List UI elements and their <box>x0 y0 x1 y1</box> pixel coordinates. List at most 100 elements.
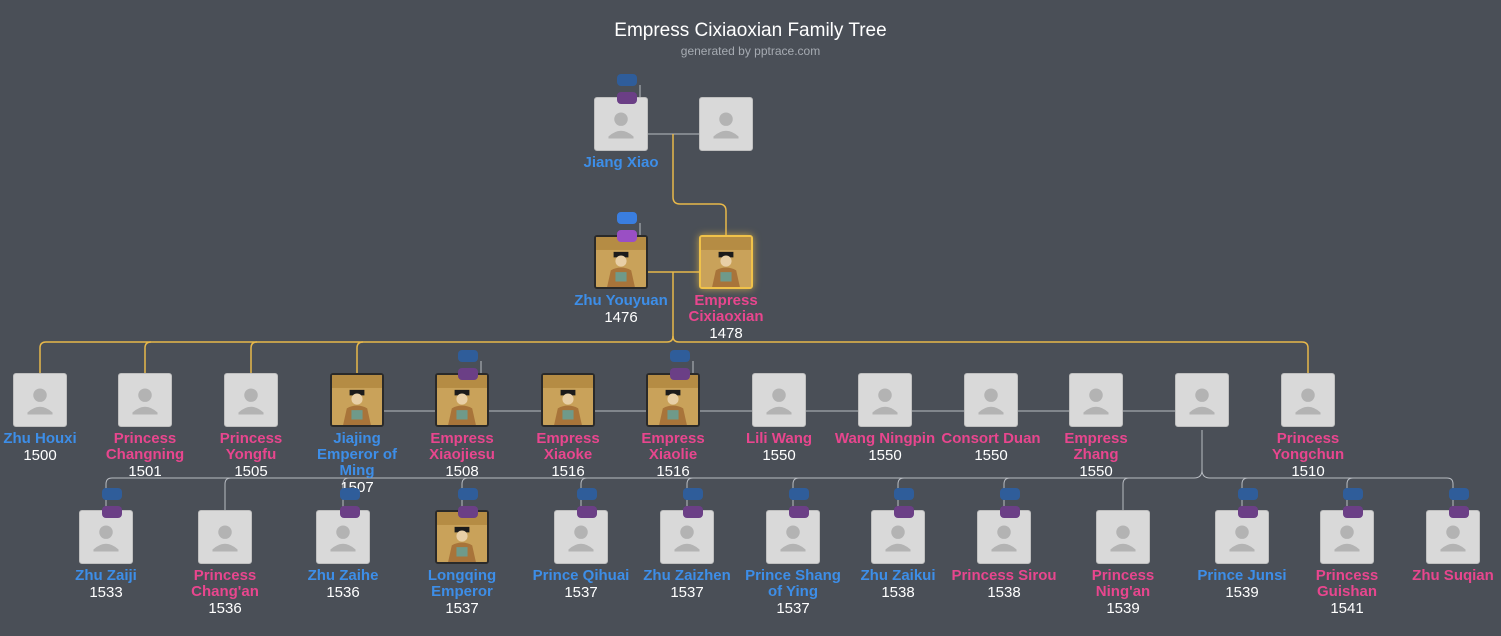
expand-mother-toggle[interactable] <box>1238 506 1258 518</box>
person-avatar[interactable] <box>1281 373 1335 427</box>
expand-toggle-icon[interactable] <box>670 349 716 380</box>
person-name[interactable]: Zhu Zaizhen <box>643 567 731 584</box>
person-avatar[interactable] <box>964 373 1018 427</box>
person-avatar[interactable] <box>316 510 370 564</box>
expand-toggle-icon[interactable] <box>1343 487 1389 518</box>
person-avatar[interactable] <box>1175 373 1229 427</box>
expand-mother-toggle[interactable] <box>458 368 478 380</box>
person-avatar[interactable] <box>699 97 753 151</box>
expand-father-toggle[interactable] <box>1000 488 1020 500</box>
person-portrait[interactable] <box>646 373 700 427</box>
person-name[interactable]: Princess Yongchun <box>1271 430 1345 463</box>
expand-toggle-icon[interactable] <box>683 487 729 518</box>
expand-mother-toggle[interactable] <box>1449 506 1469 518</box>
person-avatar[interactable] <box>1069 373 1123 427</box>
person-avatar[interactable] <box>660 510 714 564</box>
person-avatar[interactable] <box>554 510 608 564</box>
person-name[interactable]: Princess Changning <box>105 430 185 463</box>
expand-toggle-icon[interactable] <box>617 73 663 104</box>
person-name[interactable]: Jiang Xiao <box>583 154 659 171</box>
person-avatar[interactable] <box>224 373 278 427</box>
person-avatar[interactable] <box>13 373 67 427</box>
person-avatar[interactable] <box>1320 510 1374 564</box>
expand-father-toggle[interactable] <box>683 488 703 500</box>
person-avatar[interactable] <box>871 510 925 564</box>
expand-toggle-icon[interactable] <box>340 487 386 518</box>
person-avatar[interactable] <box>766 510 820 564</box>
person-name[interactable]: Princess Sirou <box>951 567 1057 584</box>
expand-father-toggle[interactable] <box>577 488 597 500</box>
expand-father-toggle[interactable] <box>789 488 809 500</box>
expand-mother-toggle[interactable] <box>1000 506 1020 518</box>
expand-father-toggle[interactable] <box>1238 488 1258 500</box>
person-name[interactable]: Wang Ningpin <box>834 430 936 447</box>
person-name[interactable]: Lili Wang <box>745 430 813 447</box>
expand-toggle-icon[interactable] <box>458 349 504 380</box>
person-node-unnamed[interactable] <box>671 97 781 151</box>
person-node-unnamed[interactable] <box>1147 373 1257 427</box>
person-name[interactable]: Consort Duan <box>941 430 1041 447</box>
expand-mother-toggle[interactable] <box>617 230 637 242</box>
person-name[interactable]: Princess Ning'an <box>1091 567 1155 600</box>
expand-mother-toggle[interactable] <box>789 506 809 518</box>
expand-father-toggle[interactable] <box>458 488 478 500</box>
person-name[interactable]: Jiajing Emperor of Ming <box>316 430 397 479</box>
expand-mother-toggle[interactable] <box>1343 506 1363 518</box>
expand-father-toggle[interactable] <box>670 350 690 362</box>
expand-mother-toggle[interactable] <box>670 368 690 380</box>
expand-toggle-icon[interactable] <box>458 487 504 518</box>
person-portrait[interactable] <box>541 373 595 427</box>
person-portrait[interactable] <box>435 373 489 427</box>
person-name[interactable]: Zhu Zaikui <box>860 567 936 584</box>
expand-toggle-icon[interactable] <box>894 487 940 518</box>
person-avatar[interactable] <box>858 373 912 427</box>
person-portrait[interactable] <box>594 235 648 289</box>
person-portrait[interactable] <box>330 373 384 427</box>
person-name[interactable]: Zhu Houxi <box>3 430 77 447</box>
expand-mother-toggle[interactable] <box>458 506 478 518</box>
person-portrait[interactable] <box>435 510 489 564</box>
expand-mother-toggle[interactable] <box>683 506 703 518</box>
person-avatar[interactable] <box>198 510 252 564</box>
expand-mother-toggle[interactable] <box>102 506 122 518</box>
expand-toggle-icon[interactable] <box>1449 487 1495 518</box>
expand-toggle-icon[interactable] <box>577 487 623 518</box>
person-name[interactable]: Zhu Youyuan <box>574 292 668 309</box>
person-name[interactable]: Princess Chang'an <box>191 567 259 600</box>
person-name[interactable]: Zhu Zaiji <box>75 567 137 584</box>
expand-mother-toggle[interactable] <box>577 506 597 518</box>
expand-father-toggle[interactable] <box>894 488 914 500</box>
expand-toggle-icon[interactable] <box>1238 487 1284 518</box>
expand-mother-toggle[interactable] <box>340 506 360 518</box>
expand-toggle-icon[interactable] <box>789 487 835 518</box>
person-node-jiajing-emperor-of-ming[interactable]: Jiajing Emperor of Ming1507 <box>302 373 412 496</box>
person-name[interactable]: Prince Shang of Ying <box>745 567 841 600</box>
person-node-zhu-suqian[interactable]: Zhu Suqian <box>1398 510 1501 584</box>
person-name[interactable]: Empress Xiaojiesu <box>429 430 495 463</box>
person-name[interactable]: Empress Zhang <box>1064 430 1128 463</box>
expand-father-toggle[interactable] <box>102 488 122 500</box>
person-name[interactable]: Prince Qihuai <box>532 567 630 584</box>
person-name[interactable]: Empress Xiaolie <box>641 430 705 463</box>
person-name[interactable]: Prince Junsi <box>1197 567 1287 584</box>
